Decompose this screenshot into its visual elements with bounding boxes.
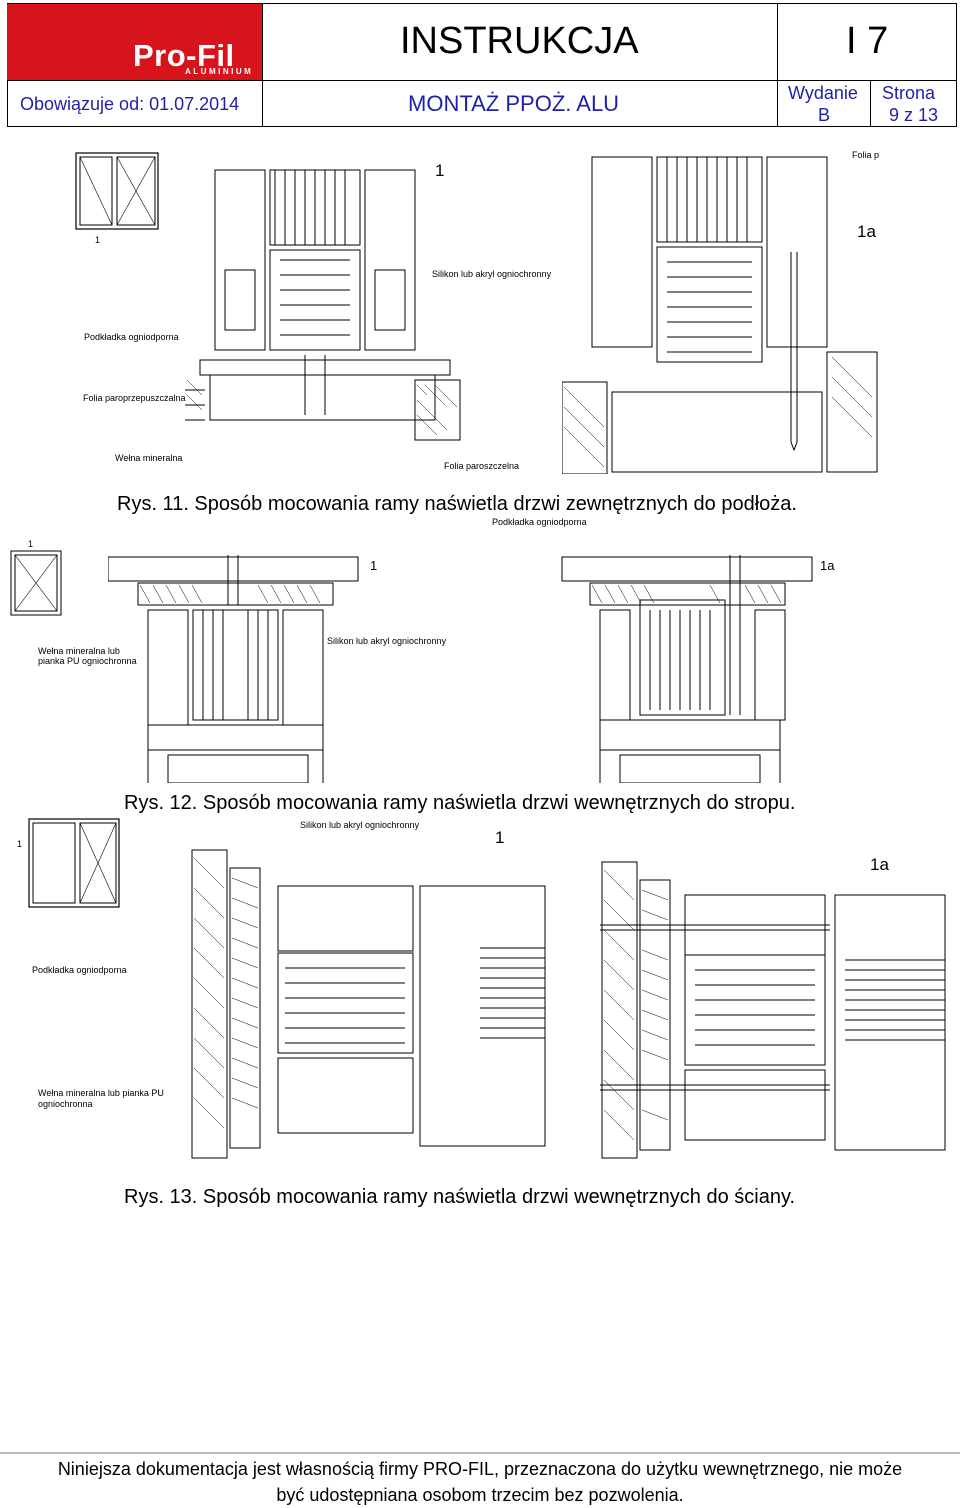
label-folia-cut: Folia p (852, 150, 880, 160)
section-drawing-12-right (561, 555, 813, 783)
figure-caption-13: Rys. 13. Sposób mocowania ramy naświetla… (124, 1186, 796, 1208)
header-divider (777, 3, 778, 127)
drawing-label-1a: 1a (857, 222, 876, 241)
figure-caption-11: Rys. 11. Sposób mocowania ramy naświetla… (117, 493, 797, 515)
header-divider (7, 80, 957, 81)
drawing-label-1: 1 (495, 828, 505, 847)
door-thumbnail-13 (28, 818, 120, 908)
footer-divider (0, 1452, 960, 1454)
logo-text: Pro-Fil (133, 38, 235, 73)
section-drawing-11-left (185, 169, 461, 441)
label-podkladka: Podkładka ogniodporna (84, 332, 179, 342)
page-label: Strona (882, 83, 936, 103)
figure-caption-12: Rys. 12. Sposób mocowania ramy naświetla… (124, 792, 796, 814)
header-divider (870, 80, 871, 127)
section-drawing-13-left (191, 849, 546, 1159)
label-welna: Wełna mineralna lub pianka PU ogniochron… (38, 646, 137, 666)
label-podkladka: Podkładka ogniodporna (492, 517, 587, 527)
drawing-label-1: 1 (370, 558, 378, 573)
thumb-label: 1 (95, 235, 101, 245)
section-drawing-11-right (562, 156, 878, 474)
drawing-label-1a: 1a (870, 855, 889, 874)
label-welna: Wełna mineralna (115, 453, 183, 463)
edition-label: Wydanie (788, 83, 858, 103)
valid-from: Obowiązuje od: 01.07.2014 (20, 94, 240, 114)
footer-line-2: być udostępniana osobom trzecim bez pozw… (276, 1485, 684, 1505)
doc-subtitle: MONTAŻ PPOŻ. ALU (408, 91, 620, 116)
door-thumbnail-12 (10, 550, 62, 616)
drawing-label-1a: 1a (820, 558, 835, 573)
doc-title: INSTRUKCJA (400, 20, 639, 62)
label-silikon: Silikon lub akryl ogniochronny (300, 820, 420, 830)
label-silikon: Silikon lub akryl ogniochronny (432, 269, 552, 279)
thumb-label: 1 (28, 539, 34, 549)
page-value: 9 z 13 (889, 105, 939, 125)
section-drawing-12-left (108, 555, 359, 783)
door-thumbnail-11 (75, 152, 159, 230)
edition-value: B (818, 105, 831, 125)
logo-subtext: ALUMINIUM (185, 67, 254, 76)
footer-notice: Niniejsza dokumentacja jest własnością f… (0, 1456, 960, 1508)
header-divider (262, 3, 263, 127)
drawing-label-1: 1 (435, 161, 445, 180)
label-welna: Wełna mineralna lub pianka PU ogniochron… (38, 1088, 164, 1109)
thumb-label: 1 (17, 839, 23, 849)
section-drawing-13-right (600, 861, 946, 1159)
company-logo: Pro-Fil ALUMINIUM (7, 4, 262, 80)
footer-line-1: Niniejsza dokumentacja jest własnością f… (57, 1459, 903, 1479)
label-folia-paroszczelna: Folia paroszczelna (444, 461, 520, 471)
label-silikon: Silikon lub akryl ogniochronny (327, 636, 447, 646)
label-folia-paro: Folia paroprzepuszczalna (83, 393, 186, 403)
label-podkladka: Podkładka ogniodporna (32, 965, 127, 975)
doc-code: I 7 (846, 20, 889, 62)
